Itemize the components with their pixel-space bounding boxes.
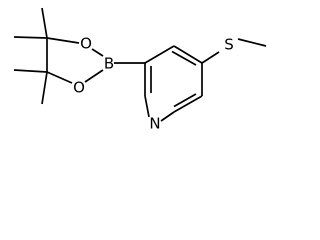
atom-label-oxygen-1: O [80,35,92,53]
bond-o2-b [84,69,104,83]
bond-c6-n [160,111,175,122]
atom-label-sulfur: S [224,36,234,54]
dioxaborolane-ring [46,37,104,84]
bond-c5-me4 [41,71,48,105]
bond-s-me [237,38,267,47]
atom-label-boron: B [104,55,114,73]
bond-n-c2 [144,95,150,118]
methyl-groups [13,7,48,105]
bond-c3-c4-double [171,50,197,66]
bond-c4-me2 [13,36,48,39]
bond-c5-o2 [46,71,73,84]
bond-c4-me1 [41,7,48,39]
bond-c5-c6 [173,95,203,113]
atom-label-nitrogen: N [149,115,160,133]
molecule-structure-diagram: O O B S N [13,7,267,133]
bond-c4-s [201,51,220,64]
bond-c2-c3 [144,45,175,64]
bond-c5-c6-double [173,93,197,108]
methylthio-group [201,38,267,64]
bond-c3-c4 [173,45,203,64]
bond-c5-me3 [13,69,48,73]
bond-o1-b [91,48,104,57]
pyridine-ring [144,45,203,122]
bond-c4-o1 [46,37,80,44]
atom-label-oxygen-2: O [73,79,85,97]
